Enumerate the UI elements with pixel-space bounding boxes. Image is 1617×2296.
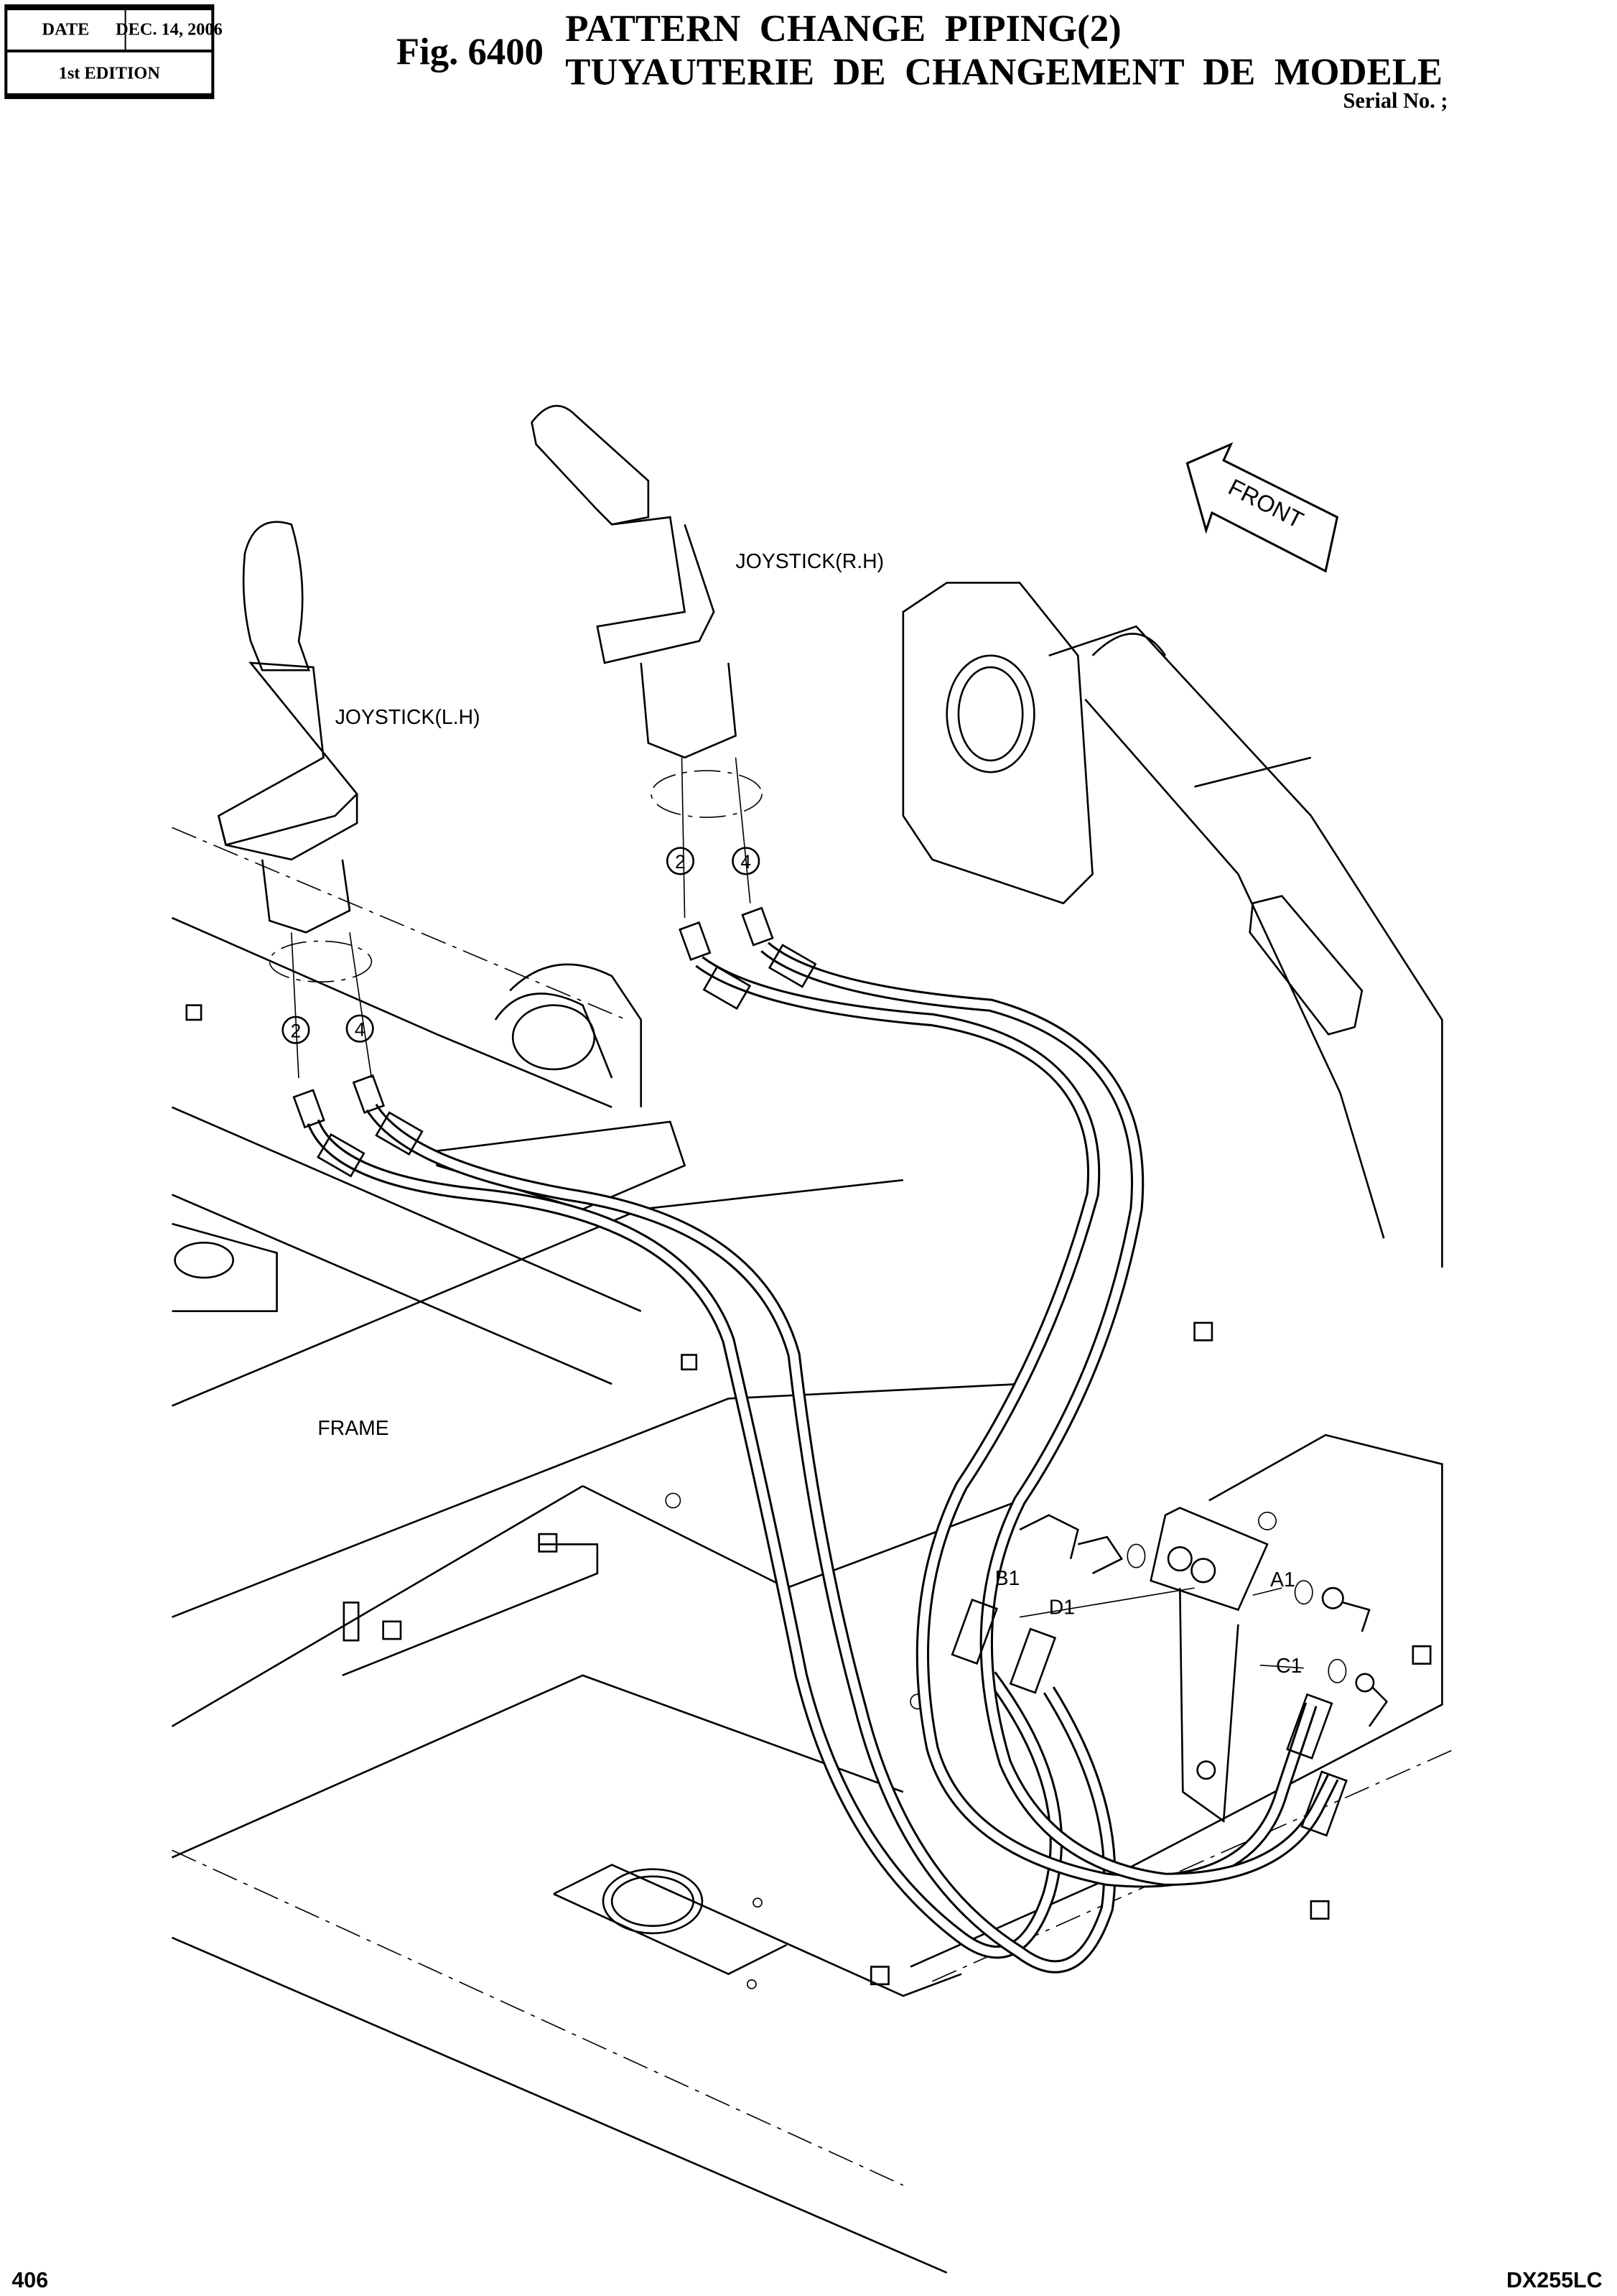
frame-structure (171, 582, 1458, 2274)
date-value: DEC. 14, 2006 (116, 20, 223, 39)
title-english: PATTERN CHANGE PIPING(2) (565, 8, 1121, 50)
label-port-b1: B1 (995, 1567, 1020, 1590)
title-french: TUYAUTERIE DE CHANGEMENT DE MODELE (565, 52, 1443, 93)
pattern-change-valve (1019, 1507, 1389, 1823)
joystick-right (531, 404, 763, 919)
edition-label: 1st EDITION (59, 64, 161, 83)
figure-number: Fig. 6400 (396, 31, 544, 73)
model-number: DX255LC (1506, 2268, 1603, 2292)
front-arrow-icon: FRONT (1185, 442, 1339, 573)
label-frame: FRAME (317, 1417, 388, 1440)
callout-rh-2: 2 (675, 851, 686, 873)
label-port-d1: D1 (1049, 1596, 1075, 1619)
label-joystick-lh: JOYSTICK(L.H) (335, 706, 480, 729)
joystick-left (217, 521, 373, 1079)
callout-rh-4: 4 (740, 851, 751, 873)
serial-number: Serial No. ; (1343, 88, 1448, 113)
callout-lh-2: 2 (291, 1020, 302, 1041)
edition-box: DATE DEC. 14, 2006 1st EDITION (4, 4, 223, 99)
date-label: DATE (42, 20, 90, 39)
label-port-c1: C1 (1276, 1655, 1302, 1678)
hoses (292, 906, 1348, 1974)
label-joystick-rh: JOYSTICK(R.H) (736, 550, 885, 573)
page-number: 406 (11, 2268, 48, 2292)
callouts: 2 4 2 4 (281, 847, 760, 1044)
label-port-a1: A1 (1270, 1568, 1295, 1591)
callout-lh-4: 4 (355, 1018, 365, 1040)
